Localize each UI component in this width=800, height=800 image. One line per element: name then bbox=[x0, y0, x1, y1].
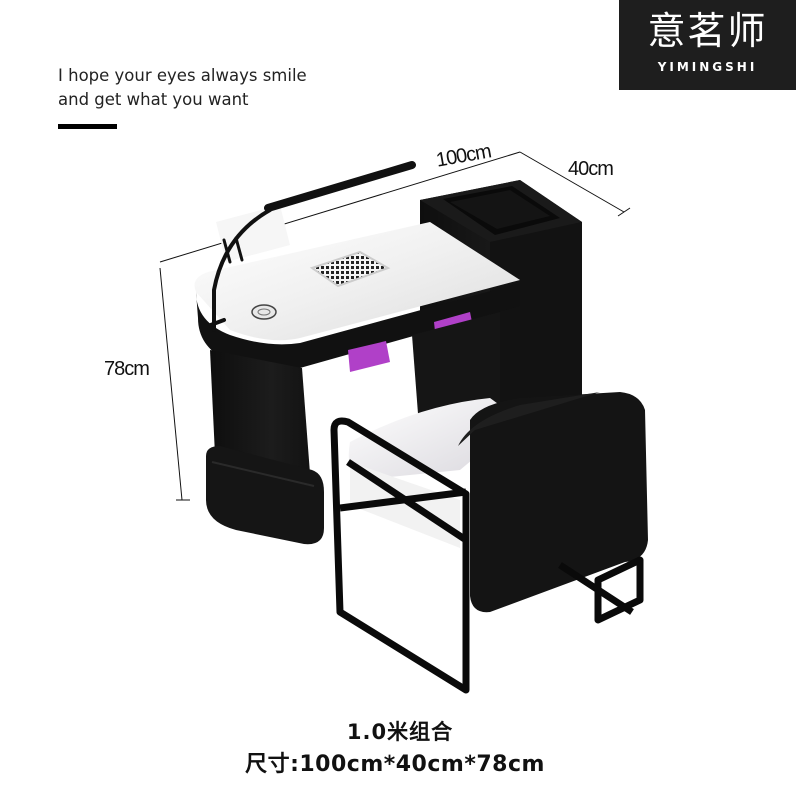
slogan-line-1: I hope your eyes always smile bbox=[58, 66, 307, 85]
desk-lamp bbox=[206, 161, 416, 332]
brand-name-cn: 意茗师 bbox=[647, 9, 768, 53]
slogan: I hope your eyes always smile and get wh… bbox=[58, 64, 307, 112]
height-dimension-label: 78cm bbox=[104, 358, 150, 380]
brand-logo: 意茗师 YIMINGSHI bbox=[619, 0, 796, 90]
caption-title: 1.0米组合 bbox=[346, 720, 454, 744]
left-pedestal bbox=[206, 350, 324, 545]
caption-size: 尺寸:100cm*40cm*78cm bbox=[245, 752, 545, 777]
dimension-lines bbox=[159, 151, 631, 501]
chair bbox=[330, 392, 648, 694]
table-top bbox=[194, 222, 520, 372]
slogan-divider bbox=[58, 124, 117, 129]
slogan-line-2: and get what you want bbox=[58, 90, 249, 109]
brand-name-en: YIMINGSHI bbox=[657, 60, 758, 74]
purple-light-left bbox=[348, 341, 390, 372]
depth-dimension-label: 40cm bbox=[568, 158, 614, 180]
